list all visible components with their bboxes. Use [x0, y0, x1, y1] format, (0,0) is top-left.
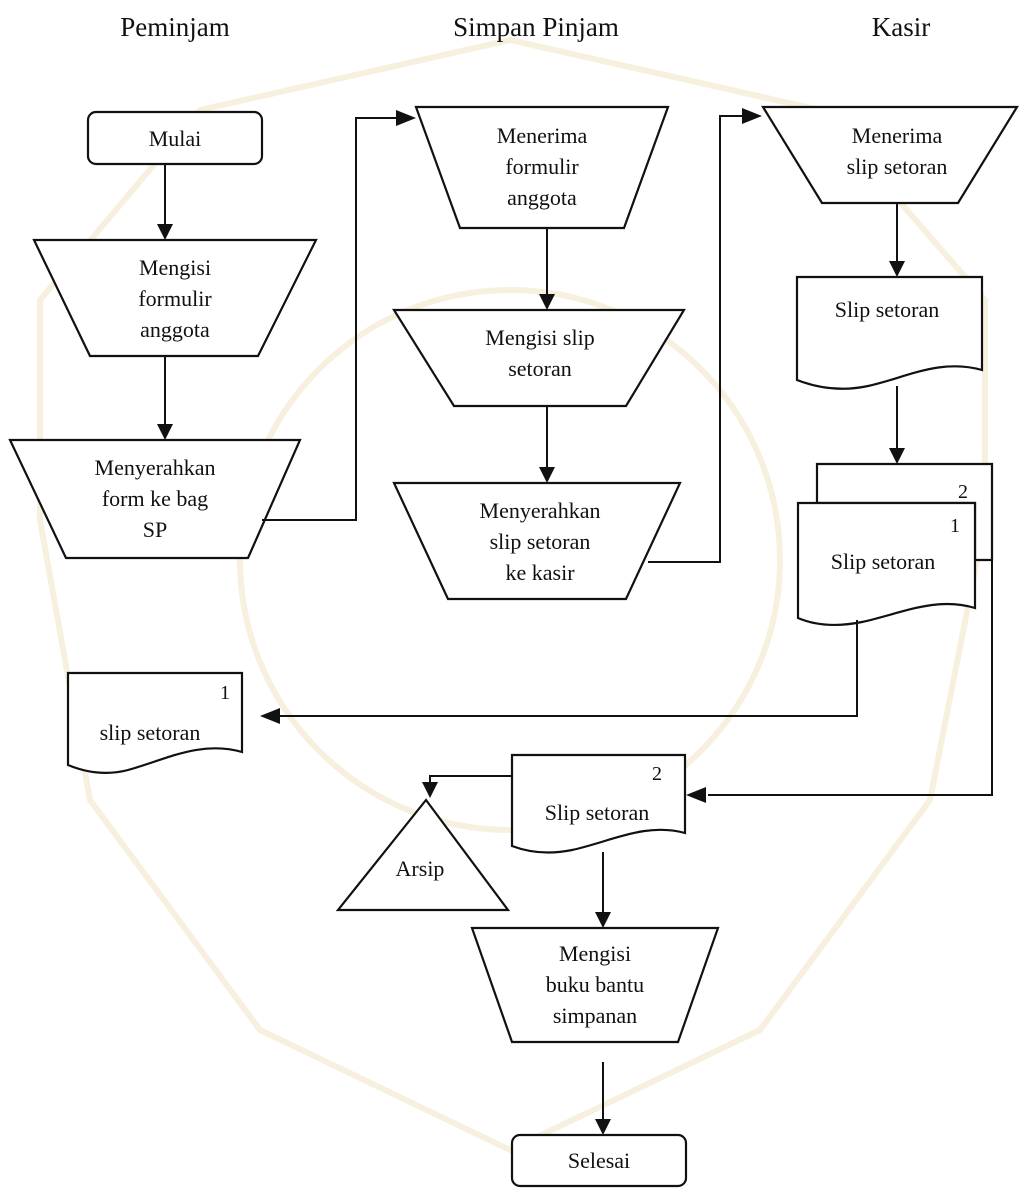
connector-sp-doc-to-archive	[429, 775, 512, 786]
multi-doc-label: Slip setoran	[831, 549, 936, 574]
multi-doc-front-number: 1	[950, 515, 960, 537]
sp-slip-document: 2 Slip setoran	[510, 753, 687, 854]
archive-label: Arsip	[396, 856, 445, 881]
fill-slip-line-2: setoran	[508, 356, 572, 381]
background-watermark	[37, 36, 988, 1154]
lane-title-peminjam: Peminjam	[120, 12, 230, 42]
borrower-slip-number: 1	[220, 682, 230, 704]
arrowhead-submit-slip	[539, 467, 555, 483]
arrowhead-receive-form	[396, 110, 416, 126]
submit-slip-line-1: Menyerahkan	[480, 498, 601, 523]
arrowhead-end	[595, 1119, 611, 1135]
arrowhead-submit-form	[157, 424, 173, 440]
arrowhead-multi-doc	[889, 448, 905, 464]
connector-submit-slip-to-cashier	[648, 115, 750, 563]
fill-ledger-line-3: simpanan	[553, 1003, 637, 1028]
connectors	[157, 108, 993, 1135]
borrower-slip-document: 1 slip setoran	[66, 671, 244, 775]
receive-form-line-3: anggota	[507, 185, 577, 210]
receive-member-form-step: Menerima formulir anggota	[414, 105, 670, 230]
connector-copy1-to-borrower	[276, 620, 858, 717]
multi-copy-slip-document: 2 1 Slip setoran	[796, 462, 994, 627]
arrowhead-cashier-doc	[889, 261, 905, 277]
arrowhead-ledger	[595, 912, 611, 928]
cashier-slip-label: Slip setoran	[835, 297, 940, 322]
arrowhead-borrower-doc	[260, 708, 280, 724]
fill-deposit-slip-step: Mengisi slip setoran	[392, 308, 686, 408]
submit-form-line-2: form ke bag	[102, 486, 208, 511]
fill-ledger-line-1: Mengisi	[559, 941, 631, 966]
submit-form-step: Menyerahkan form ke bag SP	[8, 438, 302, 560]
connector-copy2-to-sp	[708, 560, 993, 796]
fill-ledger-line-2: buku bantu	[546, 972, 644, 997]
sp-slip-label: Slip setoran	[545, 800, 650, 825]
lane-title-simpan-pinjam: Simpan Pinjam	[453, 12, 619, 42]
start-terminator: Mulai	[86, 110, 264, 166]
submit-slip-line-2: slip setoran	[490, 529, 591, 554]
end-terminator: Selesai	[510, 1133, 688, 1188]
lane-title-kasir: Kasir	[872, 12, 930, 42]
fill-member-form-line-3: anggota	[140, 317, 210, 342]
submit-slip-line-3: ke kasir	[505, 560, 575, 585]
sp-slip-number: 2	[652, 763, 662, 785]
start-label: Mulai	[149, 126, 202, 151]
multi-doc-back-number: 2	[958, 481, 968, 503]
borrower-slip-label: slip setoran	[100, 720, 201, 745]
submit-form-line-3: SP	[143, 517, 167, 542]
fill-slip-line-1: Mengisi slip	[485, 325, 594, 350]
arrowhead-sp-doc	[686, 787, 706, 803]
fill-savings-ledger-step: Mengisi buku bantu simpanan	[470, 926, 720, 1044]
fill-member-form-step: Mengisi formulir anggota	[32, 238, 318, 358]
connector-submit-form-to-sp	[262, 117, 404, 521]
arrowhead-fill-slip	[539, 294, 555, 310]
submit-form-line-1: Menyerahkan	[95, 455, 216, 480]
end-label: Selesai	[568, 1148, 630, 1173]
receive-form-line-1: Menerima	[497, 123, 588, 148]
cashier-slip-document: Slip setoran	[795, 275, 984, 390]
arrowhead-archive	[422, 782, 438, 798]
receive-form-line-2: formulir	[505, 154, 579, 179]
fill-member-form-line-1: Mengisi	[139, 255, 211, 280]
archive-storage: Arsip	[335, 798, 511, 912]
arrowhead-fill-form	[157, 224, 173, 240]
receive-deposit-slip-step: Menerima slip setoran	[761, 105, 1019, 205]
arrowhead-receive-slip	[742, 108, 762, 124]
submit-slip-to-cashier-step: Menyerahkan slip setoran ke kasir	[392, 481, 682, 601]
fill-member-form-line-2: formulir	[138, 286, 212, 311]
receive-slip-line-1: Menerima	[852, 123, 943, 148]
receive-slip-line-2: slip setoran	[847, 154, 948, 179]
